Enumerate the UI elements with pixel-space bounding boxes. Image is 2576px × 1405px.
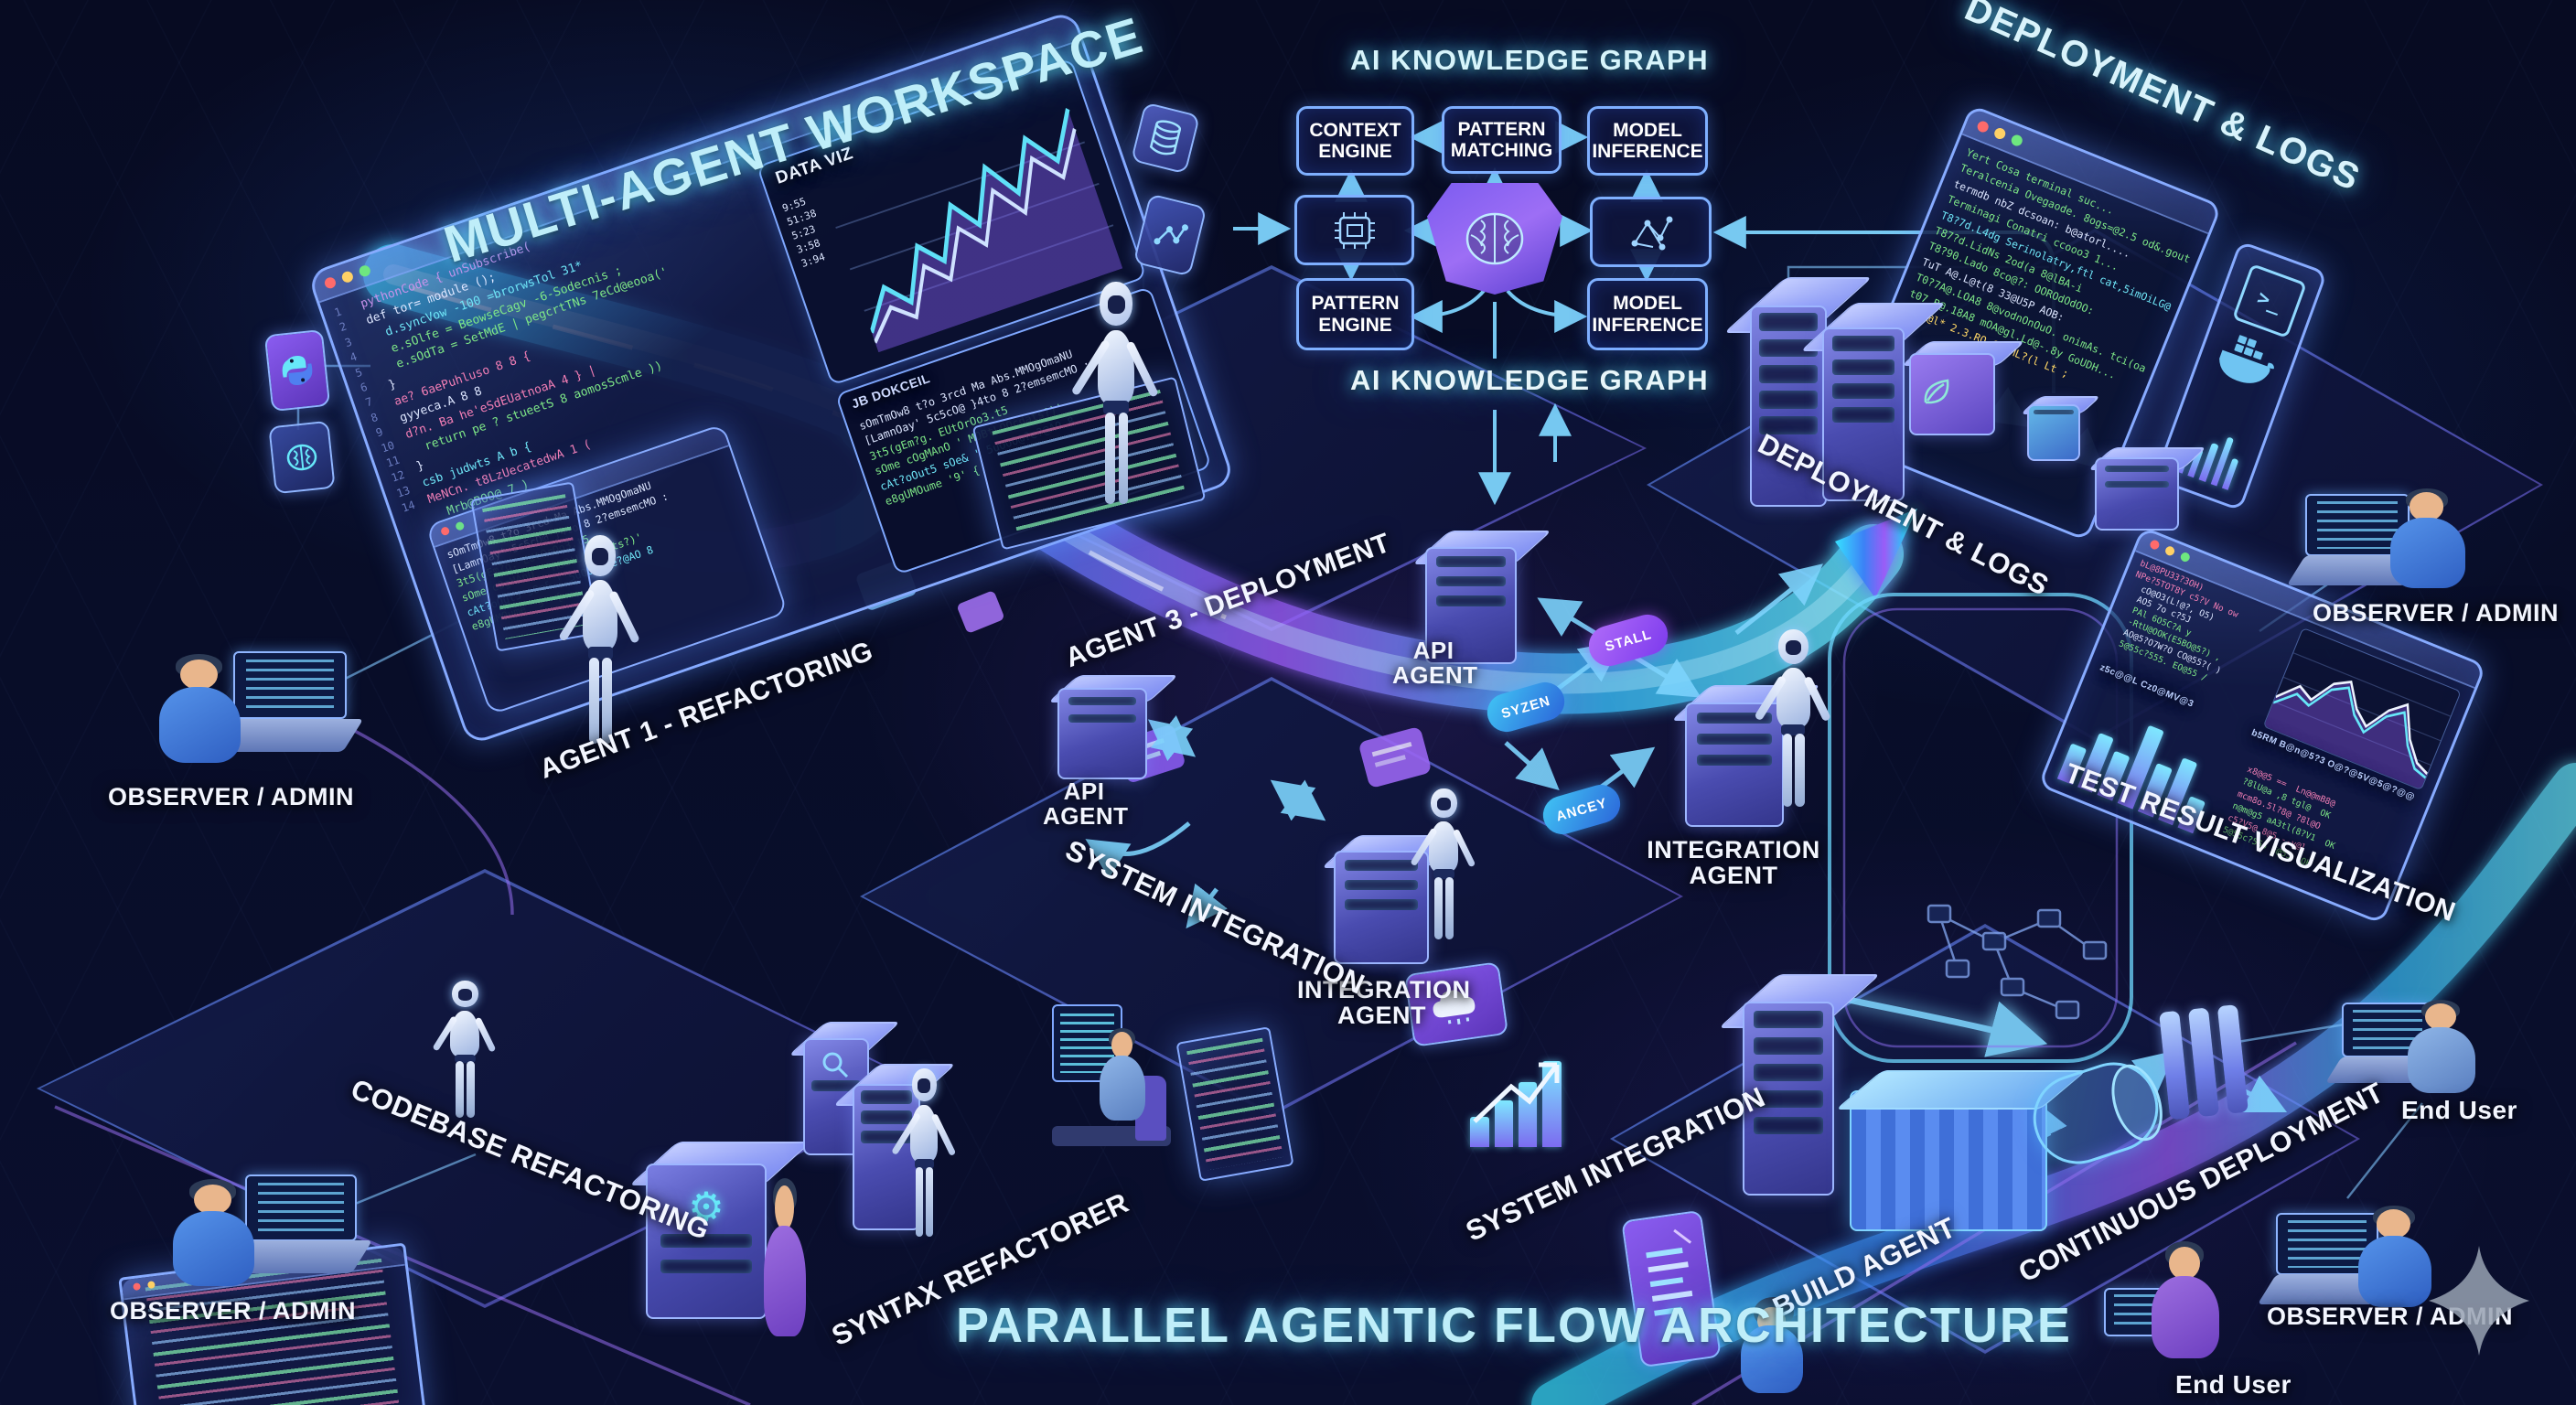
- dataviz-line-chart: [835, 108, 1123, 353]
- enduser1-person: [2397, 999, 2488, 1104]
- api-agent1-label: API AGENT: [1392, 637, 1478, 690]
- observer1-label: OBSERVER / ADMIN: [108, 783, 355, 810]
- test-dashboard-window: bL@8PU33?3OH)NPe?5TOT8Y c5?V No ow cO@O3…: [2037, 526, 2487, 925]
- observer2-laptop: [225, 1174, 373, 1273]
- docker-whale-icon: [2219, 335, 2274, 383]
- integration-agent1-label: INTEGRATION AGENT: [1647, 836, 1820, 890]
- syntax-server-stack: [833, 1063, 957, 1230]
- api-agent1-server: [1411, 531, 1552, 664]
- kg-chip-box: [1294, 195, 1414, 265]
- person-at-server: [757, 1178, 814, 1356]
- maximize-icon[interactable]: [2009, 133, 2024, 148]
- close-icon[interactable]: [2148, 539, 2161, 552]
- chip-icon: [1334, 211, 1375, 249]
- integration-agent2-label: INTEGRATION AGENT: [1297, 976, 1471, 1030]
- deploy-box-1: [2020, 396, 2102, 461]
- build-server-rack: [1718, 974, 1881, 1196]
- robot-codebase: [432, 981, 497, 1122]
- workspace-window: 1 2 3 4 5 6 7 8 9 10 11 12 13 14 pythonC…: [306, 9, 1236, 746]
- document-icon: [1646, 1228, 1693, 1316]
- robot-agent3: [1071, 282, 1159, 510]
- api-agent2-server: [1047, 675, 1179, 779]
- kg-model-inference-box-1: MODEL INFERENCE: [1587, 106, 1708, 176]
- observer1-person: [146, 654, 256, 776]
- main-title: PARALLEL AGENTIC FLOW ARCHITECTURE: [956, 1298, 2072, 1353]
- integration-agent2-server: [1321, 834, 1465, 964]
- cloud-card: [1403, 961, 1509, 1047]
- kg-title-bottom: AI KNOWLEDGE GRAPH: [1350, 364, 1710, 396]
- deployment-pillars: [2159, 1004, 2252, 1121]
- robot-integration1: [1754, 629, 1831, 812]
- deployment-icon-panel: >_: [2152, 240, 2328, 512]
- database-icon: [1149, 120, 1182, 156]
- close-icon[interactable]: [323, 275, 338, 290]
- growth-chart-icon: [1462, 1045, 1570, 1147]
- python-icon: [282, 355, 313, 386]
- window-traffic-lights: [323, 263, 372, 290]
- leaf-icon: [1924, 379, 1949, 404]
- robot-syntax: [890, 1068, 957, 1242]
- gear-server-stack: ⚙: [628, 1142, 812, 1319]
- shipping-container: [1850, 1090, 2047, 1231]
- network-icon: [1154, 224, 1188, 245]
- maximize-icon[interactable]: [358, 263, 372, 278]
- kg-graph-box: [1590, 197, 1712, 267]
- cloud-icon: [1433, 990, 1476, 1024]
- enduser2-label: End User: [2175, 1370, 2292, 1399]
- leaf-container-box: [1900, 341, 2025, 435]
- gear-icon: ⚙: [688, 1185, 724, 1230]
- desk-operator: [1052, 1004, 1171, 1146]
- kg-model-inference-box-2: MODEL INFERENCE: [1587, 278, 1708, 350]
- person-with-tablet: [1731, 1296, 1815, 1405]
- api-agent2-label: API AGENT: [1043, 778, 1129, 831]
- kg-pattern-matching-box: PATTERN MATCHING: [1442, 106, 1562, 174]
- observer2-label: OBSERVER / ADMIN: [110, 1297, 357, 1325]
- magnifier-icon: [822, 1052, 849, 1078]
- minimize-icon[interactable]: [146, 1281, 156, 1290]
- enduser1-label: End User: [2401, 1096, 2517, 1124]
- maximize-icon[interactable]: [2179, 551, 2192, 563]
- sparkle-watermark-icon: [2429, 1246, 2529, 1356]
- minimize-icon[interactable]: [340, 270, 355, 284]
- graph-nodes-icon: [1631, 216, 1672, 250]
- kg-title-top: AI KNOWLEDGE GRAPH: [1350, 44, 1710, 76]
- maximize-icon[interactable]: [455, 520, 466, 531]
- close-icon[interactable]: [439, 525, 451, 537]
- observer3-person: [2378, 488, 2479, 600]
- observer1-laptop: [212, 651, 364, 752]
- minimize-icon[interactable]: [2163, 544, 2176, 557]
- observer2-person: [160, 1179, 270, 1299]
- document-card: [1621, 1209, 1722, 1368]
- database-card: [1130, 102, 1201, 175]
- robot-agent1: [557, 535, 641, 750]
- server-rack-1: [1723, 277, 1873, 507]
- network-card: [1132, 193, 1208, 277]
- kg-context-engine-box: CONTEXT ENGINE: [1296, 106, 1414, 176]
- observer4-person: [2346, 1205, 2445, 1319]
- growth-arrow: [1473, 1062, 1560, 1123]
- robot-integration2: [1410, 788, 1476, 944]
- brain-badge: [268, 420, 336, 495]
- ai-brain-icon: [1465, 212, 1524, 265]
- close-icon[interactable]: [1975, 119, 1991, 134]
- minimize-icon[interactable]: [1992, 126, 2008, 141]
- kg-brain-core: [1427, 183, 1562, 295]
- python-badge: [263, 328, 331, 413]
- enduser2-person: [2141, 1241, 2232, 1372]
- dashboard-line-chart: [2262, 627, 2462, 791]
- terminal-prompt-icon: >_: [2231, 263, 2307, 339]
- brain-icon: [286, 444, 317, 471]
- observer3-label: OBSERVER / ADMIN: [2313, 599, 2560, 627]
- kg-pattern-engine-box: PATTERN ENGINE: [1296, 278, 1414, 350]
- seated-person: [1092, 1027, 1154, 1132]
- close-icon[interactable]: [133, 1282, 142, 1292]
- deploy-box-2: [2087, 446, 2207, 531]
- observer3-laptop: [2286, 494, 2425, 585]
